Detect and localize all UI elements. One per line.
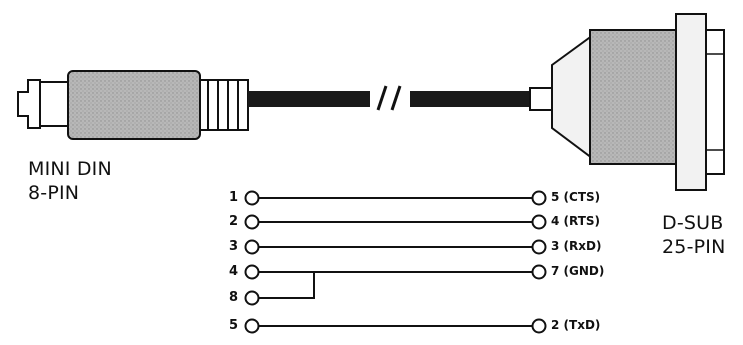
right-pin-label: 2 (TxD) [551,318,601,332]
left-connector-line2: 8-PIN [28,182,80,204]
mini-din-connector [17,70,249,140]
right-connector-line2: 25-PIN [662,236,726,258]
wiring [259,197,532,327]
left-pin-label: 2 [228,214,238,229]
pin-terminal [531,190,547,206]
pin-terminal [244,239,260,255]
left-pin-label: 4 [228,264,238,279]
cable-break-mark-1 [376,85,388,111]
pin-terminal [531,239,547,255]
right-connector-line1: D-SUB [662,212,724,234]
d-sub-connector [529,13,725,191]
pin-terminal [531,318,547,334]
left-pin-terminals [244,190,260,334]
pin-terminal [531,214,547,230]
cable-break-mark-2 [390,85,402,111]
jumper-8-to-4 [259,272,315,299]
pin-terminal [244,214,260,230]
pin-terminal [244,264,260,280]
right-pin-label: 7 (GND) [551,264,605,278]
right-pin-label: 3 (RxD) [551,239,602,253]
left-pin-label: 1 [228,190,238,205]
left-pin-label: 8 [228,290,238,305]
left-pin-label: 3 [228,239,238,254]
left-connector-line1: MINI DIN [28,158,112,180]
right-pin-label: 5 (CTS) [551,190,601,204]
pin-terminal [244,190,260,206]
right-connector-title: D-SUB 25-PIN [662,211,726,259]
left-pin-label: 5 [228,318,238,333]
pin-terminal [244,290,260,306]
right-pin-label: 4 (RTS) [551,214,601,228]
left-connector-title: MINI DIN 8-PIN [28,157,112,205]
pin-terminal [244,318,260,334]
pin-terminal [531,264,547,280]
cable [248,85,532,111]
right-pin-terminals [531,190,547,334]
